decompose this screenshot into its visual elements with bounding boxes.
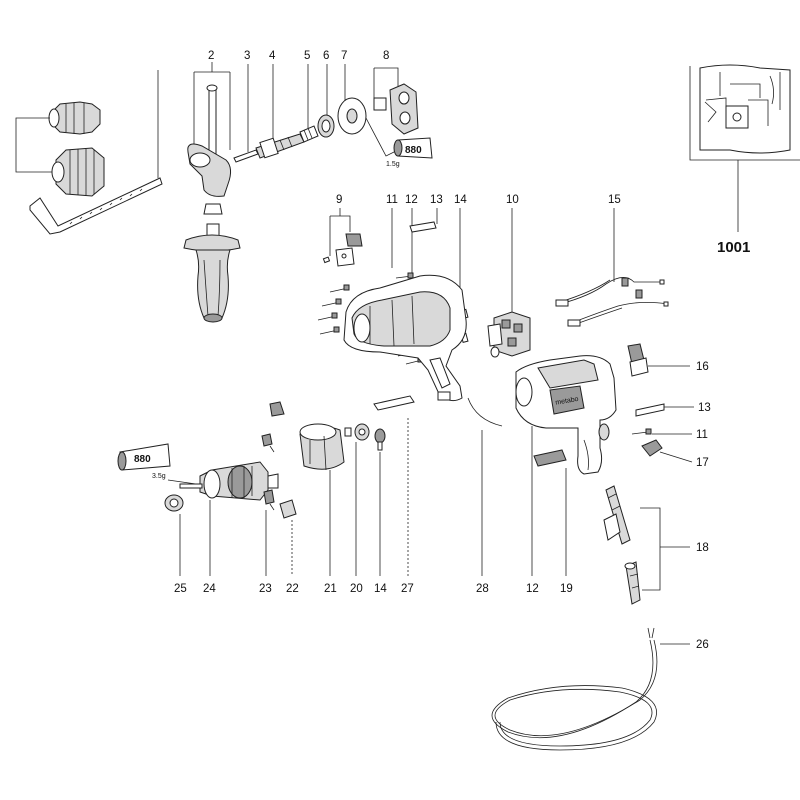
callout-25: 25 (174, 583, 187, 595)
armature-24: 24 (179, 461, 279, 595)
callout-28: 28 (476, 583, 489, 595)
callout-18: 18 (696, 542, 709, 554)
housing-half-left: 11 12 13 14 (317, 194, 469, 402)
callout-14-top: 14 (454, 194, 467, 206)
callout-11-top: 11 (386, 194, 398, 206)
label-strip-13: 13 (635, 402, 711, 417)
callout-13-top: 13 (430, 194, 443, 206)
callout-8: 8 (383, 50, 389, 62)
cable-sleeves-18: 18 (603, 485, 709, 605)
wire-28: 28 (467, 397, 503, 595)
callout-12-bottom: 12 (526, 583, 539, 595)
auxiliary-handle: 2 (183, 50, 241, 323)
callout-13-right: 13 (698, 402, 711, 414)
housing-right: metabo (515, 355, 617, 475)
brush-holder-9: 9 (322, 194, 363, 267)
grease-tube-upper-qty: 1.5g (386, 161, 400, 168)
carbon-brushes: 23 22 (259, 401, 299, 595)
callout-1001: 1001 (717, 239, 750, 256)
bearing-20: 20 (344, 423, 386, 595)
grease-tube-upper: 880 1.5g (365, 117, 433, 168)
keyless-chuck (48, 101, 101, 135)
callout-9: 9 (336, 194, 342, 206)
grease-tube-lower-label: 880 (134, 454, 151, 465)
callout-19: 19 (560, 583, 573, 595)
callout-14-bottom: 14 (374, 583, 387, 595)
callout-12-top: 12 (405, 194, 418, 206)
callout-23: 23 (259, 583, 272, 595)
housing-brand: metabo (555, 396, 579, 407)
callout-24: 24 (203, 583, 216, 595)
switch-10: 10 (487, 194, 531, 358)
callout-6: 6 (323, 50, 329, 62)
callout-27: 27 (401, 583, 414, 595)
callout-21: 21 (324, 583, 337, 595)
chuck-bracket (15, 117, 52, 173)
grease-tube-lower-qty: 3.5g (152, 473, 166, 480)
callout-12-bottom-group: 12 (526, 426, 539, 595)
callout-3: 3 (244, 50, 250, 62)
callout-4: 4 (269, 50, 276, 62)
stator-21: 21 (299, 423, 345, 595)
depth-stop-rod (29, 70, 163, 235)
bearing-25: 25 (164, 494, 187, 595)
grease-tube-upper-label: 880 (405, 145, 422, 156)
callout-15: 15 (608, 194, 621, 206)
callout-5: 5 (304, 50, 310, 62)
cable-set-15: 15 (555, 194, 669, 327)
cable-clamp-17: 17 (641, 439, 709, 469)
terminal-16: 16 (627, 343, 709, 377)
callout-7: 7 (341, 50, 347, 62)
grease-tube-lower: 880 3.5g (117, 443, 197, 485)
pin-14: 14 (374, 441, 387, 595)
spindle-parts: 3 4 5 6 7 8 (233, 50, 419, 163)
callout-11-right: 11 (696, 429, 708, 441)
label-19: 19 (533, 449, 573, 595)
label-27: 27 (373, 395, 415, 595)
callout-2: 2 (208, 50, 214, 62)
key-chuck (51, 147, 105, 197)
inset-1001-detail: 1001 (689, 64, 800, 256)
power-cord-26: 26 (491, 627, 709, 751)
callout-20: 20 (350, 583, 363, 595)
callout-22: 22 (286, 583, 299, 595)
callout-17: 17 (696, 457, 709, 469)
callout-26: 26 (696, 639, 709, 651)
screw-11: 11 (631, 428, 708, 441)
callout-10: 10 (506, 194, 519, 206)
callout-16: 16 (696, 361, 709, 373)
